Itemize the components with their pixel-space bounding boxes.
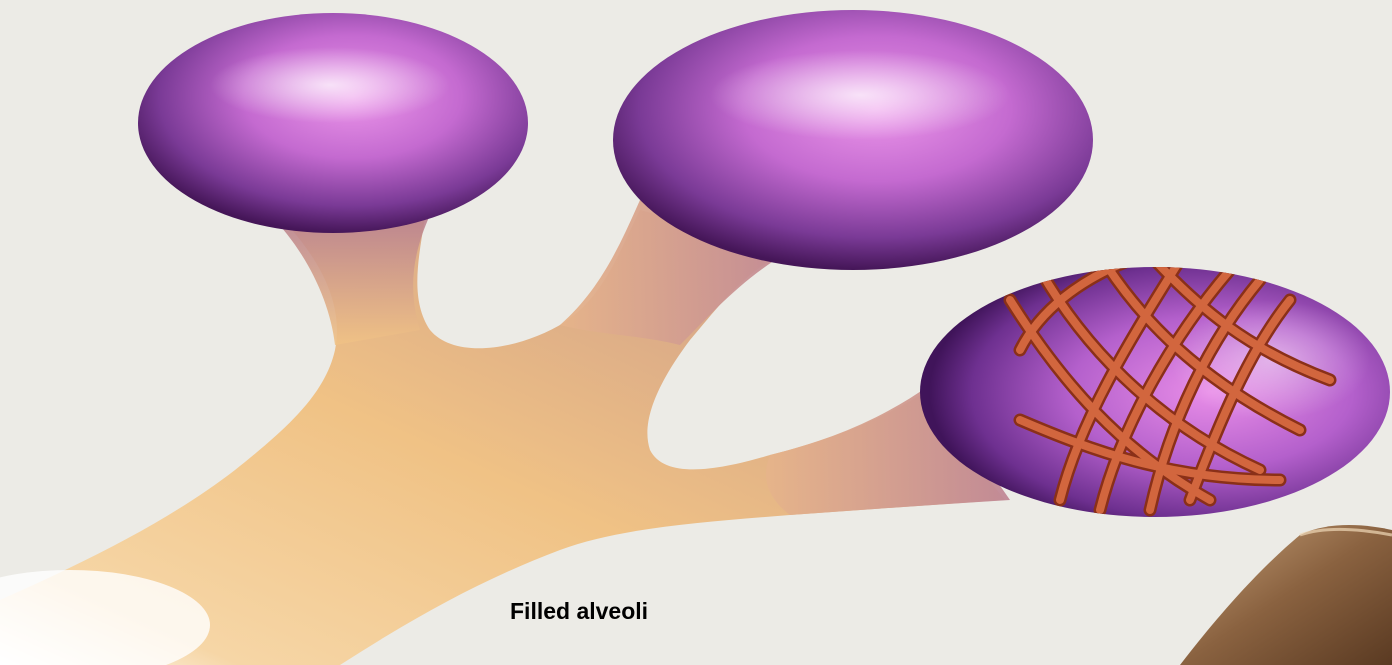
left-stem <box>270 215 430 345</box>
tissue-corner <box>1180 525 1392 665</box>
alveolus-left <box>138 13 528 233</box>
alveolus-middle <box>613 10 1093 270</box>
diagram-caption: Filled alveoli <box>510 598 648 625</box>
alveolus-right-with-fibers <box>920 255 1390 517</box>
